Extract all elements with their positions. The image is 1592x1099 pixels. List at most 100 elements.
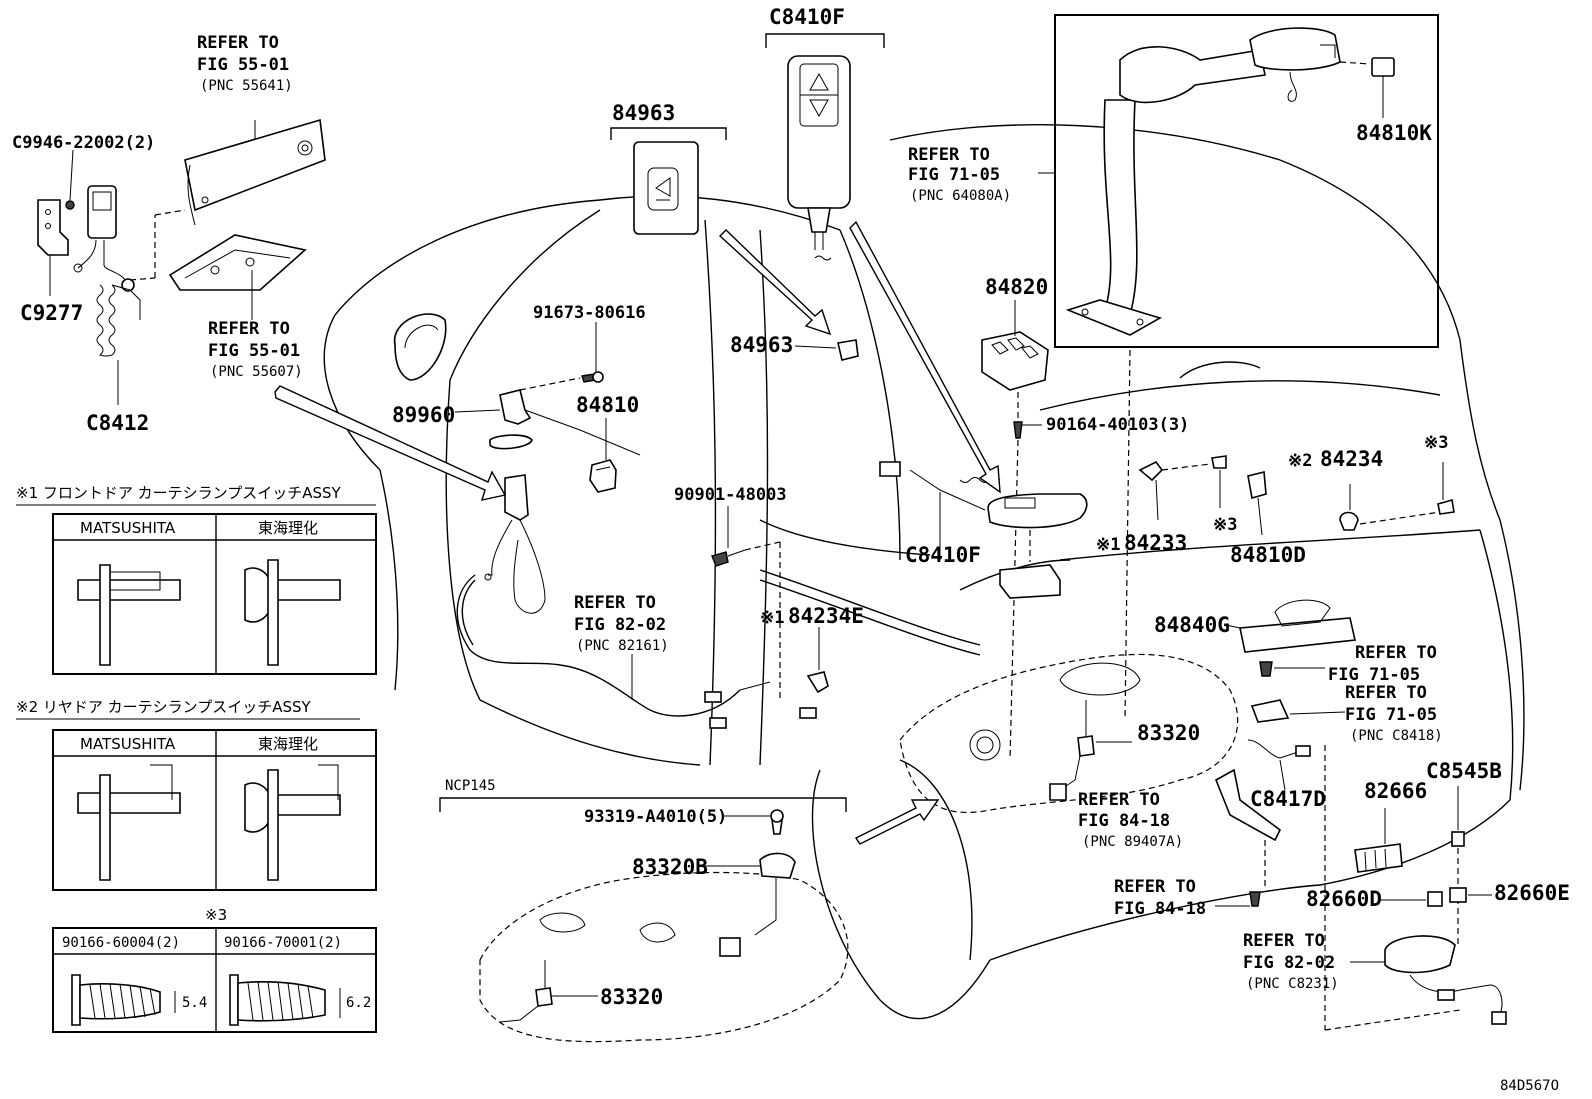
- label-refer-5501-a-1: REFER TO: [197, 33, 279, 53]
- remote-c8410f-installed: [879, 461, 1088, 599]
- label-91673: 91673-80616: [533, 303, 646, 323]
- label-refer-7105-a-3: (PNC 64080A): [910, 188, 1011, 204]
- label-mark1-a: ※1: [1096, 535, 1120, 555]
- label-c9277: C9277: [20, 301, 83, 325]
- legend1-col-a: MATSUSHITA: [80, 519, 176, 537]
- label-84963-mid: 84963: [730, 333, 793, 357]
- legend3-title: ※3: [205, 906, 227, 924]
- legend2-col-a: MATSUSHITA: [80, 735, 176, 753]
- switch-84810d: [1247, 470, 1267, 536]
- label-refer-8202-a-3: (PNC 82161): [576, 638, 669, 654]
- label-refer-8202-a-2: FIG 82-02: [574, 615, 666, 635]
- label-c8412: C8412: [86, 411, 149, 435]
- label-83320-low: 83320: [600, 985, 663, 1009]
- label-82660d: 82660D: [1306, 887, 1382, 911]
- legend-table-2: [52, 729, 377, 891]
- c8412-remote-control: [73, 185, 186, 405]
- legend3-dim-b: 6.2: [346, 995, 371, 1011]
- legend3-dim-a: 5.4: [182, 995, 207, 1011]
- label-refer-5501-b-1: REFER TO: [208, 319, 290, 339]
- sensor-c8417d: [1214, 739, 1311, 842]
- label-90901: 90901-48003: [674, 485, 787, 505]
- switch-84234: [1339, 484, 1441, 531]
- screw-mark3-b: [1437, 462, 1455, 515]
- label-84810: 84810: [576, 393, 639, 417]
- legend2-title: ※2 リヤドア カーテシランプスイッチASSY: [16, 698, 312, 716]
- label-c8417d: C8417D: [1250, 787, 1326, 811]
- label-90164: 90164-40103(3): [1046, 415, 1189, 435]
- legend3-col-b: 90166-70001(2): [224, 935, 342, 951]
- label-83320b: 83320B: [632, 855, 708, 879]
- label-refer-7105-b-1: REFER TO: [1355, 643, 1437, 663]
- label-89960: 89960: [392, 403, 455, 427]
- label-mark3-a: ※3: [1424, 433, 1448, 453]
- label-84234: 84234: [1320, 447, 1383, 471]
- label-93319: 93319-A4010(5): [584, 807, 727, 827]
- label-refer-7105-a-2: FIG 71-05: [908, 165, 1000, 185]
- c9277-bracket: [37, 199, 69, 296]
- door-handle-lever: [484, 434, 546, 614]
- junction-block-c8231: [1350, 935, 1507, 1025]
- relay-c8545b: [1451, 786, 1465, 945]
- label-refer-8418-a-2: FIG 84-18: [1078, 811, 1170, 831]
- c9946-screw: [65, 149, 75, 210]
- ncp145-fuel-tank-view: [439, 797, 849, 1043]
- label-refer-5501-a-3: (PNC 55641): [200, 78, 293, 94]
- figure-code: 84D567O: [1500, 1078, 1559, 1094]
- remote-c8410f-detail: [765, 33, 885, 261]
- label-82660e: 82660E: [1494, 881, 1570, 905]
- label-c8410f-mid: C8410F: [905, 543, 981, 567]
- legend2-col-b: 東海理化: [258, 735, 318, 753]
- label-84840g: 84840G: [1154, 613, 1230, 637]
- label-83320-mid: 83320: [1137, 721, 1200, 745]
- screw-90164: [1009, 421, 1042, 761]
- switch-84233: [1138, 460, 1211, 521]
- label-refer-8202-b-1: REFER TO: [1243, 931, 1325, 951]
- label-c8545b: C8545B: [1426, 759, 1502, 783]
- label-refer-7105-c-2: FIG 71-05: [1345, 705, 1437, 725]
- label-refer-7105-b-2: FIG 71-05: [1328, 665, 1420, 685]
- screw-mark3-a: [1211, 455, 1227, 508]
- legend-table-1: [52, 513, 377, 675]
- label-refer-5501-b-2: FIG 55-01: [208, 341, 300, 361]
- screw-91673: [519, 322, 604, 391]
- label-c8410f-top: C8410F: [769, 5, 845, 29]
- label-84820: 84820: [985, 275, 1048, 299]
- switch-84963-detail: [610, 127, 727, 235]
- legend1-title: ※1 フロントドア カーテシランプスイッチASSY: [16, 484, 342, 502]
- switch-84963-installed: [794, 339, 859, 361]
- label-refer-8418-a-1: REFER TO: [1078, 790, 1160, 810]
- relay-block-82666: [1354, 808, 1403, 873]
- clip-90901: [711, 506, 781, 700]
- label-mark2-a: ※2: [1288, 451, 1312, 471]
- label-refer-5501-b-3: (PNC 55607): [210, 364, 303, 380]
- switch-84820: [981, 300, 1049, 420]
- switch-84810: [589, 418, 617, 493]
- legend3-col-a: 90166-60004(2): [62, 935, 180, 951]
- label-84810k: 84810K: [1356, 121, 1432, 145]
- fuse-82660e: [1449, 887, 1492, 903]
- label-refer-8202-b-3: (PNC C8231): [1246, 976, 1339, 992]
- legend-labels: ※1 フロントドア カーテシランプスイッチASSY MATSUSHITA 東海理…: [16, 484, 376, 1011]
- label-ncp145: NCP145: [445, 778, 496, 794]
- vehicle-body-outline: [323, 124, 1525, 1020]
- screw-refer-8418: [1215, 891, 1261, 907]
- label-refer-8418-b-2: FIG 84-18: [1114, 899, 1206, 919]
- label-84963-top: 84963: [612, 101, 675, 125]
- label-refer-8202-a-1: REFER TO: [574, 593, 656, 613]
- label-refer-5501-a-2: FIG 55-01: [197, 55, 289, 75]
- label-c9946: C9946-22002(2): [12, 133, 155, 153]
- label-mark1-b: ※1: [760, 608, 784, 628]
- sender-83320-installed: [1049, 700, 1132, 801]
- label-84234e: 84234E: [788, 604, 864, 628]
- pointer-arrows: [274, 220, 1001, 845]
- label-refer-8418-a-3: (PNC 89407A): [1082, 834, 1183, 850]
- label-refer-7105-c-1: REFER TO: [1345, 683, 1427, 703]
- label-refer-7105-c-3: (PNC C8418): [1350, 728, 1443, 744]
- label-refer-8418-b-1: REFER TO: [1114, 877, 1196, 897]
- lamp-84840g: [1225, 599, 1356, 653]
- switch-84234e: [806, 627, 829, 694]
- legend-table-3: [52, 927, 377, 1033]
- wire-harness-82161: [456, 574, 817, 729]
